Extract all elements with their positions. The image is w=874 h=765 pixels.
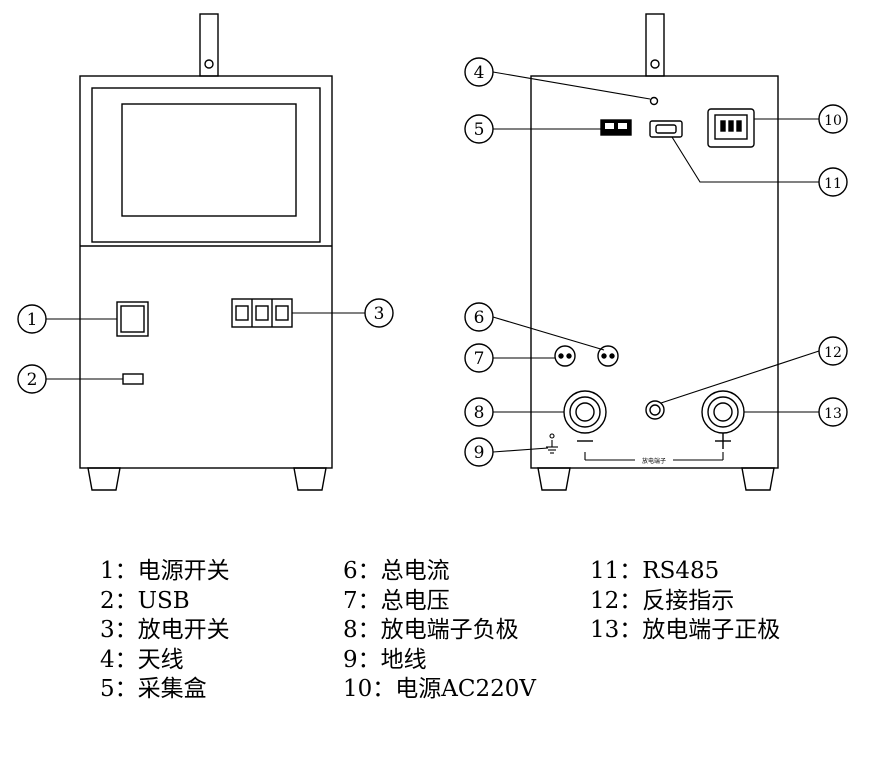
callout-7: 7 [464, 343, 494, 373]
svg-text:7: 7 [474, 349, 485, 369]
device-diagram: 放电端子 1 2 3 [17, 13, 848, 491]
legend-item: 11：RS485 [590, 558, 720, 584]
svg-text:12: 12 [824, 345, 842, 361]
svg-text:5: 5 [474, 120, 485, 140]
legend-item: 6：总电流 [343, 558, 450, 584]
legend-item: 5：采集盒 [100, 676, 207, 702]
ac-inlet [707, 108, 755, 148]
callout-12: 12 [818, 336, 848, 366]
callout-11: 11 [818, 167, 848, 197]
svg-text:11: 11 [824, 176, 842, 192]
legend-item: 10：电源AC220V [343, 676, 536, 702]
callout-6: 6 [464, 302, 494, 332]
callout-2: 2 [17, 364, 47, 394]
legend-item: 7：总电压 [343, 587, 450, 614]
svg-text:13: 13 [824, 406, 842, 422]
legend-column-1: 1：电源开关 2：USB 3：放电开关 4：天线 5：采集盒 [100, 557, 230, 705]
rear-body [530, 75, 779, 469]
acquisition-box-port [600, 119, 632, 136]
rs485-port [649, 120, 683, 138]
front-foot-left [87, 467, 121, 491]
positive-terminal [701, 390, 745, 449]
usb-port [122, 373, 144, 385]
front-foot-right [293, 467, 327, 491]
terminal-label: 放电端子 [642, 457, 666, 465]
legend-item: 9：地线 [343, 646, 427, 673]
svg-text:8: 8 [474, 403, 485, 423]
discharge-switch [231, 298, 293, 328]
legend-item: 4：天线 [100, 646, 184, 673]
leader-lines [46, 71, 820, 453]
legend-item: 3：放电开关 [100, 617, 230, 643]
front-body [79, 75, 333, 469]
svg-text:4: 4 [474, 63, 485, 83]
legend-item: 12：反接指示 [590, 587, 735, 614]
power-switch [116, 301, 149, 337]
callout-1: 1 [17, 304, 47, 334]
rear-foot-left [537, 467, 571, 491]
front-screen [121, 103, 297, 217]
svg-text:1: 1 [27, 310, 38, 330]
total-current-jack [597, 345, 619, 367]
rear-antenna [645, 13, 665, 77]
svg-text:10: 10 [824, 113, 842, 129]
callout-9: 9 [464, 437, 494, 467]
negative-terminal [563, 390, 607, 442]
callout-4: 4 [464, 57, 494, 87]
svg-text:6: 6 [474, 308, 485, 328]
callout-13: 13 [818, 397, 848, 427]
antenna-hole [649, 96, 659, 106]
legend-item: 13：放电端子正极 [590, 617, 781, 643]
ground-symbol [546, 433, 558, 454]
svg-text:2: 2 [27, 370, 38, 390]
legend-item: 1：电源开关 [100, 558, 230, 584]
callout-3: 3 [364, 298, 394, 328]
callout-10: 10 [818, 104, 848, 134]
terminal-bracket [584, 452, 724, 461]
rear-foot-right [741, 467, 775, 491]
rear-view: 放电端子 [530, 13, 779, 491]
callout-5: 5 [464, 114, 494, 144]
front-view [79, 13, 333, 491]
total-voltage-jack [554, 345, 576, 367]
front-antenna [199, 13, 219, 77]
svg-text:9: 9 [474, 443, 485, 463]
callout-8: 8 [464, 397, 494, 427]
svg-text:3: 3 [374, 304, 385, 324]
legend-item: 2：USB [100, 587, 190, 614]
legend-column-3: 11：RS485 12：反接指示 13：放电端子正极 [590, 557, 780, 646]
legend-column-2: 6：总电流 7：总电压 8：放电端子负极 9：地线 10：电源AC220V [343, 557, 536, 705]
reverse-indicator [645, 400, 665, 420]
legend-item: 8：放电端子负极 [343, 617, 519, 643]
front-screen-bezel [91, 87, 321, 243]
